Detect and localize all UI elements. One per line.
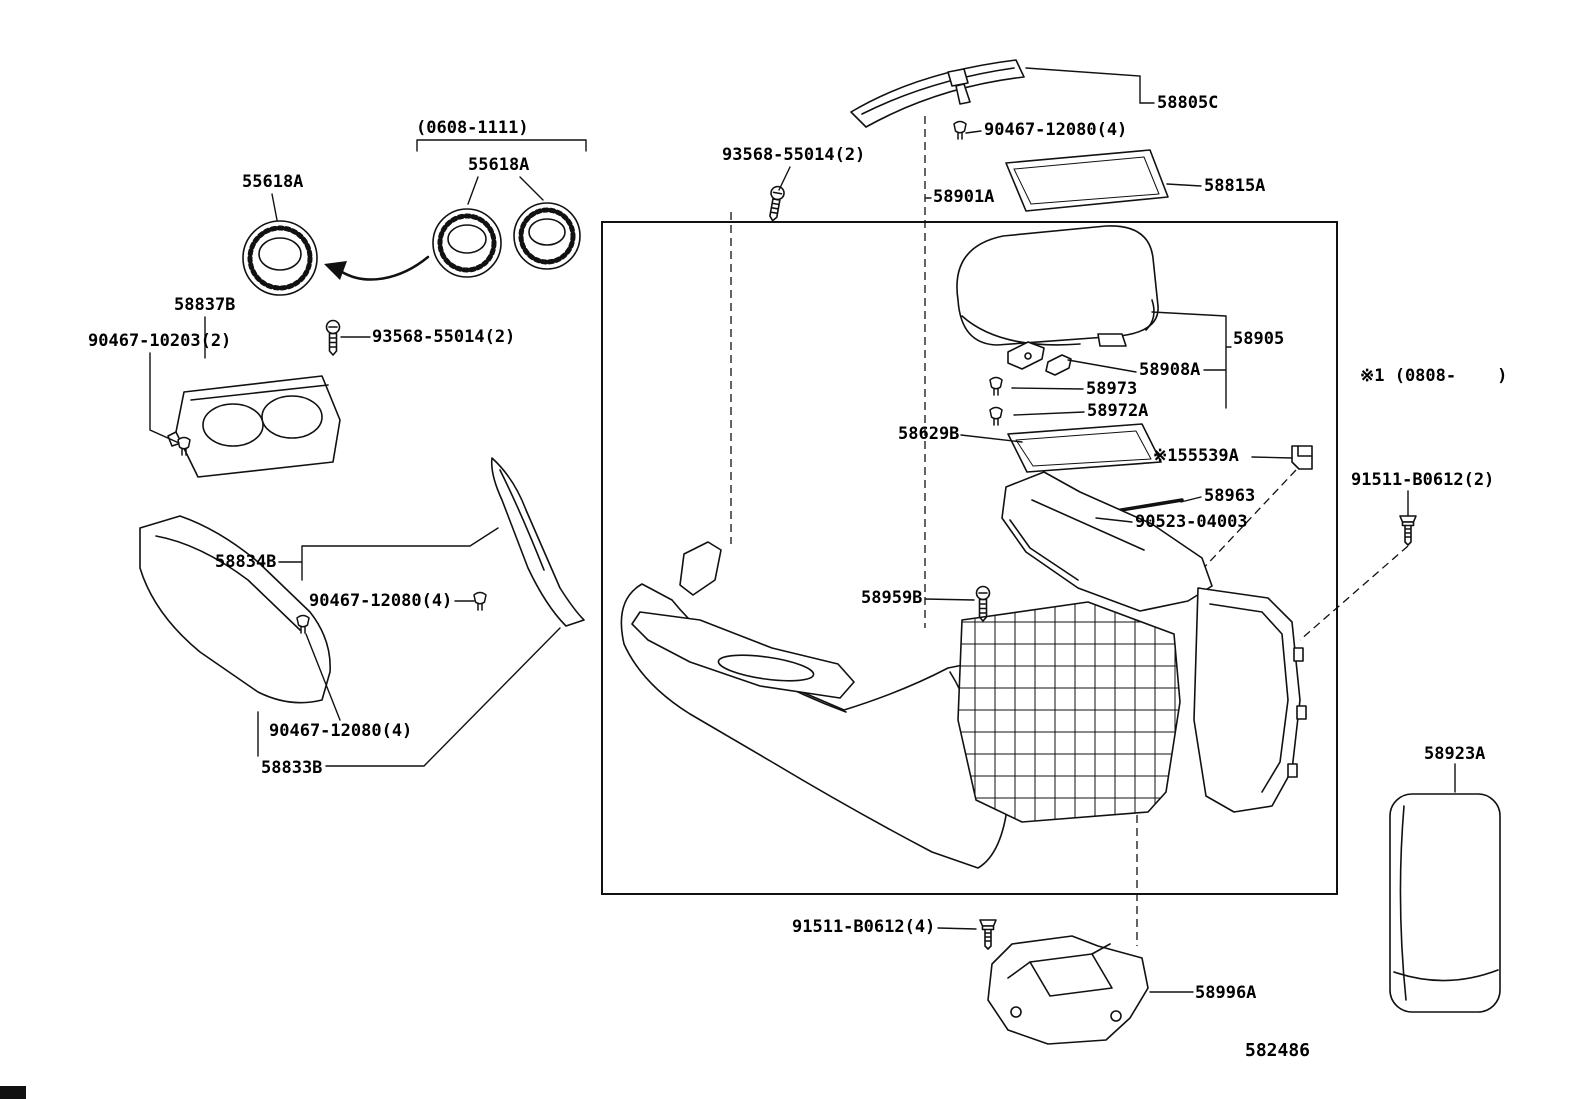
clip-58973-icon — [989, 376, 1003, 396]
part-label-58901a: 58901A — [933, 187, 995, 207]
part-label-58908a: 58908A — [1139, 360, 1201, 380]
page-corner-mark — [0, 1086, 26, 1099]
rear-end-panel — [1389, 793, 1501, 1013]
part-label-91511-b0612-4: 91511-B0612(4) — [792, 917, 936, 937]
part-label-58963: 58963 — [1204, 486, 1256, 506]
part-label-58973: 58973 — [1086, 379, 1138, 399]
part-label-90467-12080-top: 90467-12080(4) — [984, 120, 1128, 140]
hook-clip-55539a — [1291, 445, 1313, 470]
part-label-55618a-single: 55618A — [242, 172, 304, 192]
part-label-91511-b0612-2: 91511-B0612(2) — [1351, 470, 1495, 490]
clip-58972a-icon — [989, 406, 1003, 426]
cup-holder-insert-left — [242, 220, 318, 296]
note-label: ※1 (0808- ) — [1360, 366, 1508, 386]
clip-90467-top-icon — [953, 120, 967, 140]
bolt-91511-4-icon — [979, 919, 997, 950]
cup-holder-tray — [167, 375, 341, 478]
part-label-90467-10203: 90467-10203(2) — [88, 331, 232, 351]
screw-93568-top-icon — [765, 184, 786, 223]
part-label-58629b: 58629B — [898, 424, 960, 444]
console-side-panel-left — [139, 515, 331, 704]
console-mounting-bracket — [987, 935, 1149, 1045]
console-mat — [1005, 149, 1169, 212]
part-label-58833b: 58833B — [261, 758, 323, 778]
part-label-58834b: 58834B — [215, 552, 277, 572]
cup-holder-insert-pair — [432, 202, 581, 278]
part-label-58959b: 58959B — [861, 588, 923, 608]
console-rear-side-panel — [1193, 587, 1307, 813]
front-pillar-trim — [679, 541, 722, 596]
bolt-91511-2-icon — [1399, 515, 1417, 546]
diagram-border — [601, 221, 1338, 895]
screw-93568-left-icon — [325, 319, 341, 356]
direction-arrow-icon — [324, 255, 430, 281]
part-label-55539a: ※155539A — [1153, 446, 1239, 466]
console-front-trim — [631, 611, 855, 699]
part-label-58923a: 58923A — [1424, 744, 1486, 764]
clip-90467-mid-icon — [473, 591, 487, 611]
console-box-body — [957, 601, 1181, 823]
part-label-58815a: 58815A — [1204, 176, 1266, 196]
armrest — [956, 225, 1159, 347]
console-rear-frame — [1001, 471, 1213, 612]
figure-code: 582486 — [1245, 1040, 1311, 1061]
part-label-58972a: 58972A — [1087, 401, 1149, 421]
part-label-58805c: 58805C — [1157, 93, 1219, 113]
part-label-58905: 58905 — [1233, 329, 1285, 349]
date-range-label: (0608-1111) — [416, 118, 529, 138]
part-label-90467-12080-low: 90467-12080(4) — [269, 721, 413, 741]
part-label-90467-12080-mid: 90467-12080(4) — [309, 591, 453, 611]
lid-mat — [1007, 423, 1162, 473]
part-label-93568-top: 93568-55014(2) — [722, 145, 866, 165]
part-label-55618a-pair: 55618A — [468, 155, 530, 175]
part-label-58837b: 58837B — [174, 295, 236, 315]
console-upper-trim — [850, 59, 1025, 128]
part-label-93568-left: 93568-55014(2) — [372, 327, 516, 347]
part-label-58996a: 58996A — [1195, 983, 1257, 1003]
part-label-90523-04003: 90523-04003 — [1135, 512, 1248, 532]
leader-lines — [149, 67, 1456, 993]
armrest-hinge — [1007, 341, 1072, 376]
quarter-pillar-garnish — [490, 457, 585, 627]
